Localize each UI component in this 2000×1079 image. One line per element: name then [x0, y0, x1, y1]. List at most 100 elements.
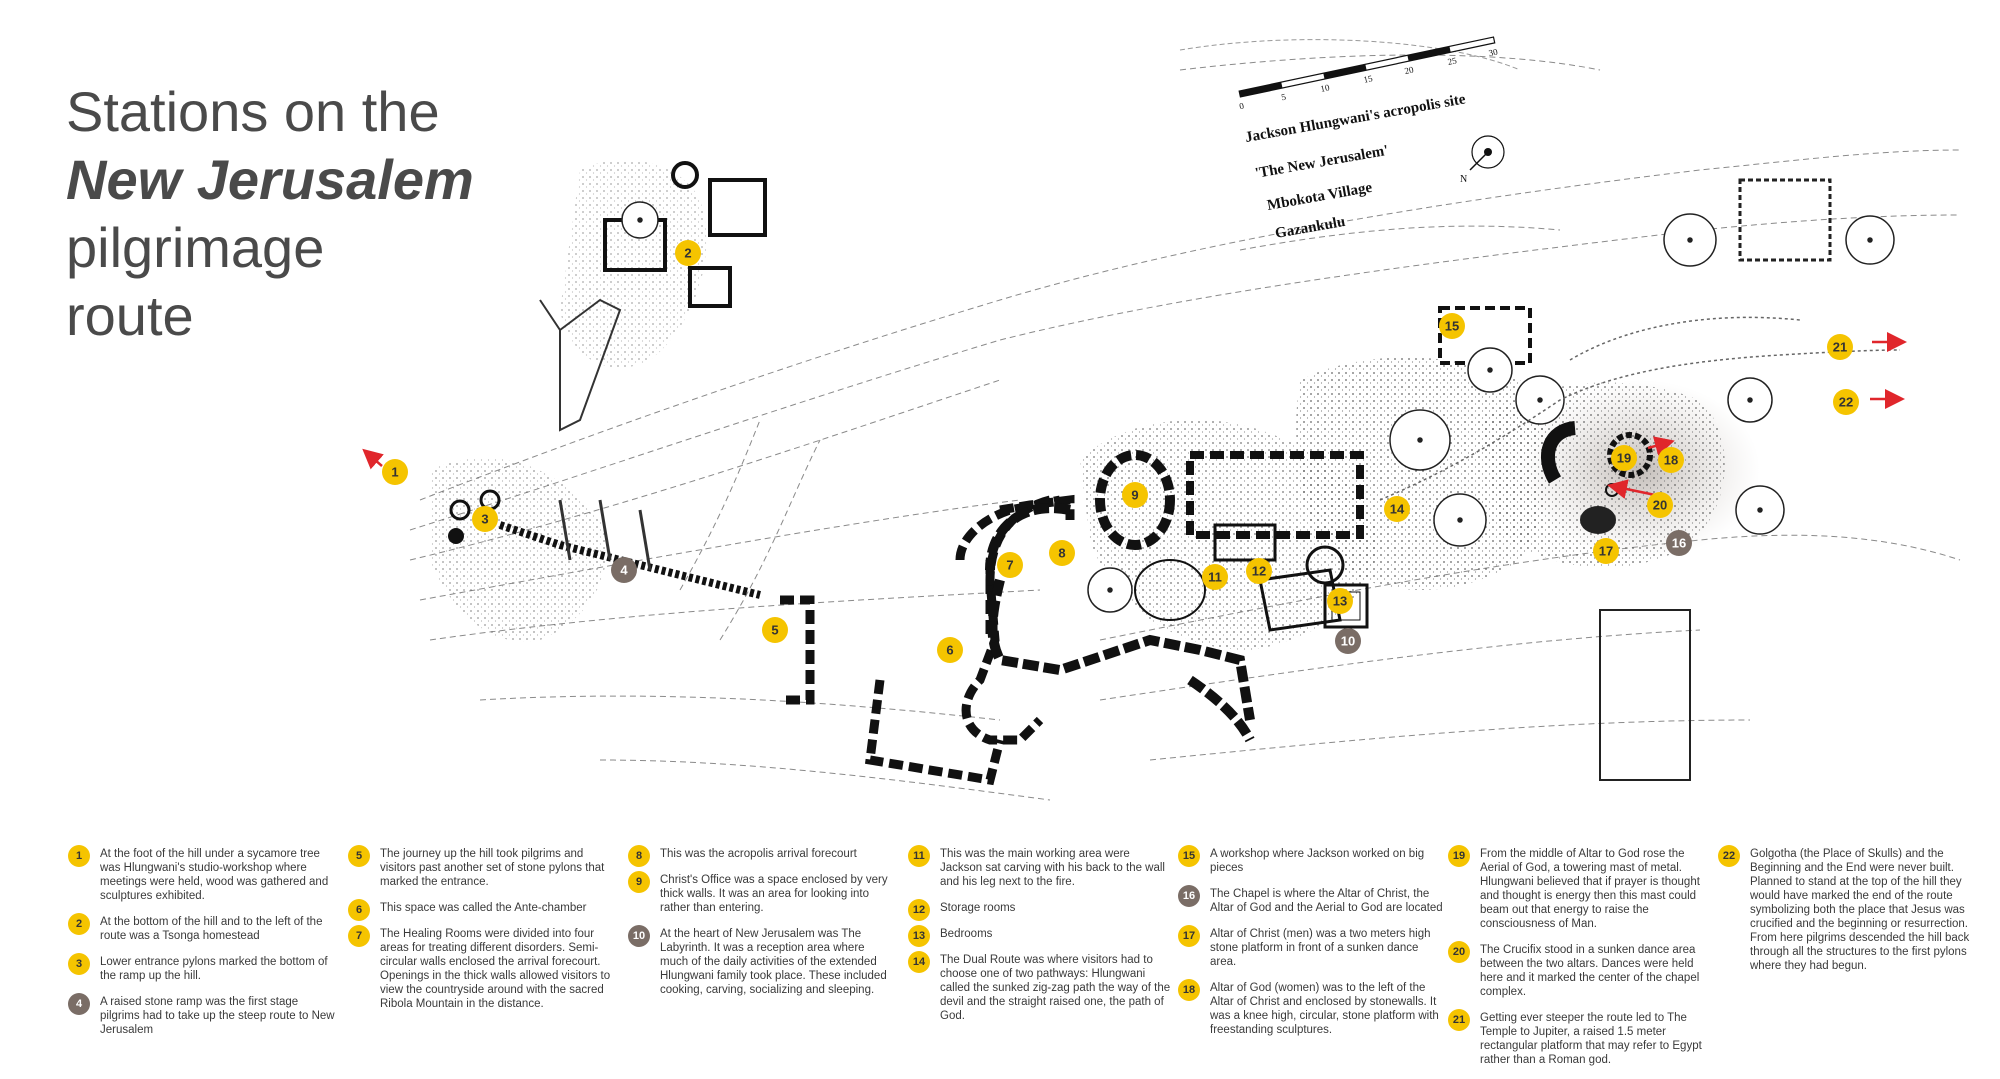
- station-marker-10: 10: [1335, 628, 1361, 654]
- title-line-1: Stations on the: [66, 80, 440, 143]
- station-marker-number: 21: [1833, 340, 1847, 355]
- station-marker-3: 3: [472, 506, 498, 532]
- station-marker-18: 18: [1658, 447, 1684, 473]
- legend-entry-3: 3 Lower entrance pylons marked the bottom…: [60, 953, 335, 983]
- scale-tick-0: 0: [1238, 100, 1245, 111]
- legend: 1 At the foot of the hill under a sycamor…: [60, 845, 1969, 1066]
- legend-column-1: 1 At the foot of the hill under a sycamor…: [60, 845, 335, 1049]
- scale-tick-5: 5: [1280, 92, 1287, 103]
- legend-text: The journey up the hill took pilgrims an…: [380, 848, 605, 888]
- legend-badge: 3: [68, 953, 90, 975]
- station-marker-circle: [675, 240, 701, 266]
- station-marker-7: 7: [997, 552, 1023, 578]
- legend-text: At the foot of the hill under a sycamore…: [100, 848, 329, 902]
- legend-entry-9: 9 Christ's Office was a space enclosed by…: [620, 871, 895, 915]
- station-marker-circle: [611, 557, 637, 583]
- station-marker-circle: [937, 637, 963, 663]
- legend-badge: 15: [1178, 845, 1200, 867]
- legend-text: From the middle of Altar to God rose the…: [1480, 848, 1700, 930]
- legend-entry-2: 2 At the bottom of the hill and to the le…: [60, 913, 335, 943]
- legend-text: The Healing Rooms were divided into four…: [380, 928, 611, 1010]
- arrival-forecourt-walls: [985, 503, 1255, 743]
- station-marker-circle: [1384, 496, 1410, 522]
- station-marker-number: 1: [391, 465, 398, 480]
- legend-entry-7: 7 The Healing Rooms were divided into fou…: [340, 925, 615, 1011]
- station-marker-number: 13: [1333, 594, 1347, 609]
- legend-badge: 22: [1718, 845, 1740, 867]
- station-marker-4: 4: [611, 557, 637, 583]
- station-marker-number: 15: [1445, 319, 1459, 334]
- legend-text: Christ's Office was a space enclosed by …: [660, 874, 888, 914]
- legend-badge: 9: [628, 871, 650, 893]
- station-marker-22: 22: [1833, 389, 1859, 415]
- title-line-4: route: [66, 284, 194, 347]
- legend-text: This space was called the Ante-chamber: [380, 902, 587, 914]
- scale-tick-30: 30: [1488, 46, 1499, 58]
- station-marker-20: 20: [1647, 492, 1673, 518]
- scale-tick-20: 20: [1404, 64, 1415, 76]
- station-marker-number: 2: [684, 246, 691, 261]
- chapel-structures: [1540, 421, 1653, 534]
- station-marker-circle: [1202, 564, 1228, 590]
- station-marker-circle: [1246, 558, 1272, 584]
- station-marker-1: 1: [382, 459, 408, 485]
- legend-badge: 20: [1448, 941, 1470, 963]
- legend-badge: 21: [1448, 1009, 1470, 1031]
- legend-badge: 2: [68, 913, 90, 935]
- labyrinth-complex: [1095, 450, 1364, 632]
- station-marker-circle: [762, 617, 788, 643]
- legend-text: At the heart of New Jerusalem was The La…: [660, 928, 887, 996]
- station-marker-number: 7: [1006, 558, 1013, 573]
- legend-badge: 1: [68, 845, 90, 867]
- legend-text: At the bottom of the hill and to the lef…: [100, 916, 323, 942]
- legend-badge: 6: [348, 899, 370, 921]
- legend-entry-16: 16 The Chapel is where the Altar of Chris…: [1170, 885, 1445, 915]
- station-marker-circle: [1122, 482, 1148, 508]
- station-marker-circle: [1666, 530, 1692, 556]
- station-marker-5: 5: [762, 617, 788, 643]
- legend-badge: 12: [908, 899, 930, 921]
- legend-text: Lower entrance pylons marked the bottom …: [100, 956, 328, 982]
- legend-entry-6: 6 This space was called the Ante-chamber: [340, 899, 615, 921]
- page-title: Stations on the New Jerusalem pilgrimage…: [66, 78, 626, 350]
- station-marker-12: 12: [1246, 558, 1272, 584]
- station-marker-number: 10: [1341, 634, 1355, 649]
- title-line-3: pilgrimage: [66, 216, 325, 279]
- station-marker-circle: [1827, 334, 1853, 360]
- site-plan-map: 0 5 10 15 20 25 30 Jackson Hlungwani's a…: [362, 36, 1961, 801]
- station-marker-16: 16: [1666, 530, 1692, 556]
- legend-entry-14: 14 The Dual Route was where visitors had …: [900, 951, 1175, 1023]
- site-subtitle: 'The New Jerusalem': [1254, 143, 1390, 182]
- legend-badge: 18: [1178, 979, 1200, 1001]
- legend-text: The Dual Route was where visitors had to…: [940, 954, 1171, 1022]
- station-marker-circle: [1327, 588, 1353, 614]
- legend-text: The Chapel is where the Altar of Christ,…: [1210, 888, 1443, 914]
- station-marker-number: 19: [1617, 451, 1631, 466]
- legend-text: Altar of Christ (men) was a two meters h…: [1210, 928, 1431, 968]
- legend-badge: 7: [348, 925, 370, 947]
- temple-platforms: [1599, 178, 1832, 781]
- station-marker-number: 14: [1390, 502, 1405, 517]
- station-marker-number: 6: [946, 643, 953, 658]
- station-marker-number: 17: [1599, 544, 1613, 559]
- station-marker-circle: [1647, 492, 1673, 518]
- legend-badge: 16: [1178, 885, 1200, 907]
- station-marker-21: 21: [1827, 334, 1853, 360]
- station-marker-number: 5: [771, 623, 778, 638]
- legend-badge: 11: [908, 845, 930, 867]
- legend-badge: 14: [908, 951, 930, 973]
